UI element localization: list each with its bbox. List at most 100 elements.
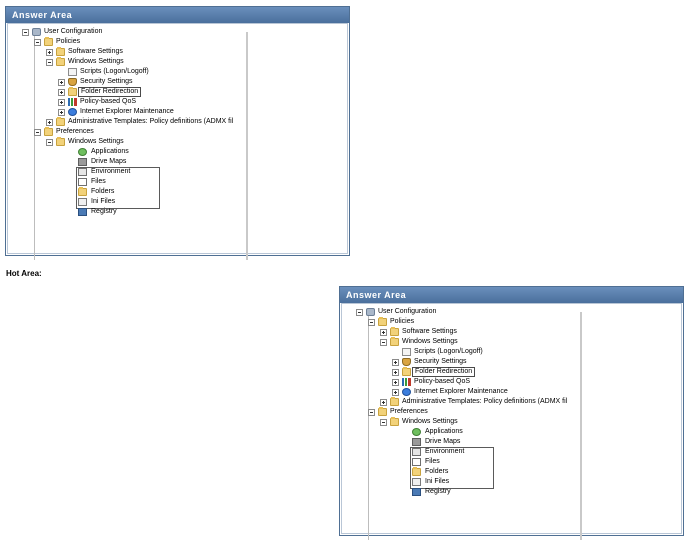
ini-file-icon bbox=[78, 198, 87, 206]
tree-item-label: Ini Files bbox=[425, 478, 450, 485]
tree-item-label: Registry bbox=[91, 208, 117, 215]
tree-item-label: Folder Redirection bbox=[78, 87, 142, 97]
expand-icon[interactable] bbox=[58, 89, 65, 96]
answer-area-panel: Answer Area User Configuration Policies … bbox=[5, 6, 350, 260]
tree-view: User Configuration Policies Software Set… bbox=[7, 23, 348, 260]
collapse-icon[interactable] bbox=[380, 419, 387, 426]
tree-item-label: Policies bbox=[390, 318, 415, 325]
tree-view: User Configuration Policies Software Set… bbox=[341, 303, 682, 540]
folder-icon bbox=[378, 407, 387, 416]
tree-item-label: Environment bbox=[91, 168, 131, 175]
tree-item-label: Preferences bbox=[56, 128, 94, 135]
tree-item-label: Files bbox=[425, 458, 440, 465]
folder-icon bbox=[390, 417, 399, 426]
folder-icon bbox=[44, 127, 53, 136]
expand-icon[interactable] bbox=[380, 329, 387, 336]
expand-icon[interactable] bbox=[392, 389, 399, 396]
tree-item-label: Internet Explorer Maintenance bbox=[414, 388, 508, 395]
internet-explorer-icon bbox=[68, 108, 77, 116]
qos-chart-icon bbox=[68, 98, 77, 106]
script-icon bbox=[402, 348, 411, 356]
tree-item-label: Drive Maps bbox=[425, 438, 461, 445]
folder-icon bbox=[56, 47, 65, 56]
files-icon bbox=[78, 178, 87, 186]
tree-item-label: Internet Explorer Maintenance bbox=[80, 108, 174, 115]
expand-icon[interactable] bbox=[46, 49, 53, 56]
expand-icon[interactable] bbox=[58, 109, 65, 116]
folder-icon bbox=[44, 37, 53, 46]
tree-item-label: Administrative Templates: Policy definit… bbox=[68, 118, 234, 125]
drive-icon bbox=[412, 438, 421, 446]
expand-icon[interactable] bbox=[392, 359, 399, 366]
tree-item-label: Windows Settings bbox=[68, 58, 124, 65]
collapse-icon[interactable] bbox=[356, 309, 363, 316]
folder-icon bbox=[56, 117, 65, 126]
expand-icon[interactable] bbox=[58, 99, 65, 106]
tree-item-label: Environment bbox=[425, 448, 465, 455]
applications-icon bbox=[412, 428, 421, 436]
collapse-icon[interactable] bbox=[34, 129, 41, 136]
collapse-icon[interactable] bbox=[368, 319, 375, 326]
preferences-selection-box bbox=[76, 167, 160, 209]
tree-item-label: Registry bbox=[425, 488, 451, 495]
tree-item-label: User Configuration bbox=[378, 308, 437, 315]
tree-item-label: Files bbox=[91, 178, 106, 185]
internet-explorer-icon bbox=[402, 388, 411, 396]
expand-icon[interactable] bbox=[392, 379, 399, 386]
user-configuration-icon bbox=[32, 28, 41, 36]
environment-icon bbox=[412, 448, 421, 456]
tree-item-label: User Configuration bbox=[44, 28, 103, 35]
folder-icon bbox=[390, 397, 399, 406]
expand-icon[interactable] bbox=[392, 369, 399, 376]
user-configuration-icon bbox=[366, 308, 375, 316]
tree-frame bbox=[368, 312, 582, 540]
folder-icon bbox=[390, 337, 399, 346]
tree-item-label: Preferences bbox=[390, 408, 428, 415]
collapse-icon[interactable] bbox=[46, 139, 53, 146]
collapse-icon[interactable] bbox=[46, 59, 53, 66]
security-icon bbox=[402, 358, 411, 366]
tree-item-label: Folder Redirection bbox=[412, 367, 476, 377]
tree-item-label: Drive Maps bbox=[91, 158, 127, 165]
tree-item-label: Administrative Templates: Policy definit… bbox=[402, 398, 568, 405]
folder-icon bbox=[78, 187, 87, 196]
collapse-icon[interactable] bbox=[34, 39, 41, 46]
preferences-selection-box bbox=[410, 447, 494, 489]
tree-item-label: Applications bbox=[425, 428, 463, 435]
tree-item-label: Policies bbox=[56, 38, 81, 45]
tree-item-label: Policy-based QoS bbox=[414, 378, 471, 385]
collapse-icon[interactable] bbox=[368, 409, 375, 416]
tree-item-label: Policy-based QoS bbox=[80, 98, 137, 105]
script-icon bbox=[68, 68, 77, 76]
folder-icon bbox=[412, 467, 421, 476]
drive-icon bbox=[78, 158, 87, 166]
tree-item-label: Windows Settings bbox=[68, 138, 124, 145]
folder-icon bbox=[56, 57, 65, 66]
tree-item-label: Scripts (Logon/Logoff) bbox=[414, 348, 483, 355]
registry-icon bbox=[412, 488, 421, 496]
collapse-icon[interactable] bbox=[380, 339, 387, 346]
tree-item-label: Windows Settings bbox=[402, 418, 458, 425]
tree-item-label: Security Settings bbox=[80, 78, 133, 85]
expand-icon[interactable] bbox=[46, 119, 53, 126]
expand-icon[interactable] bbox=[380, 399, 387, 406]
expand-icon[interactable] bbox=[58, 79, 65, 86]
tree-item-label: Software Settings bbox=[68, 48, 123, 55]
folder-icon bbox=[56, 137, 65, 146]
registry-icon bbox=[78, 208, 87, 216]
ini-file-icon bbox=[412, 478, 421, 486]
tree-item-label: Folders bbox=[425, 468, 449, 475]
tree-item-label: Windows Settings bbox=[402, 338, 458, 345]
collapse-icon[interactable] bbox=[22, 29, 29, 36]
panel-header: Answer Area bbox=[340, 287, 683, 303]
tree-item-label: Ini Files bbox=[91, 198, 116, 205]
folder-icon bbox=[402, 367, 411, 376]
tree-item-label: Scripts (Logon/Logoff) bbox=[80, 68, 149, 75]
qos-chart-icon bbox=[402, 378, 411, 386]
files-icon bbox=[412, 458, 421, 466]
hot-area-panel: Answer Area User Configuration Policies … bbox=[339, 286, 684, 540]
hot-area-label: Hot Area: bbox=[6, 269, 42, 278]
applications-icon bbox=[78, 148, 87, 156]
tree-item-label: Folders bbox=[91, 188, 115, 195]
tree-item-label: Security Settings bbox=[414, 358, 467, 365]
